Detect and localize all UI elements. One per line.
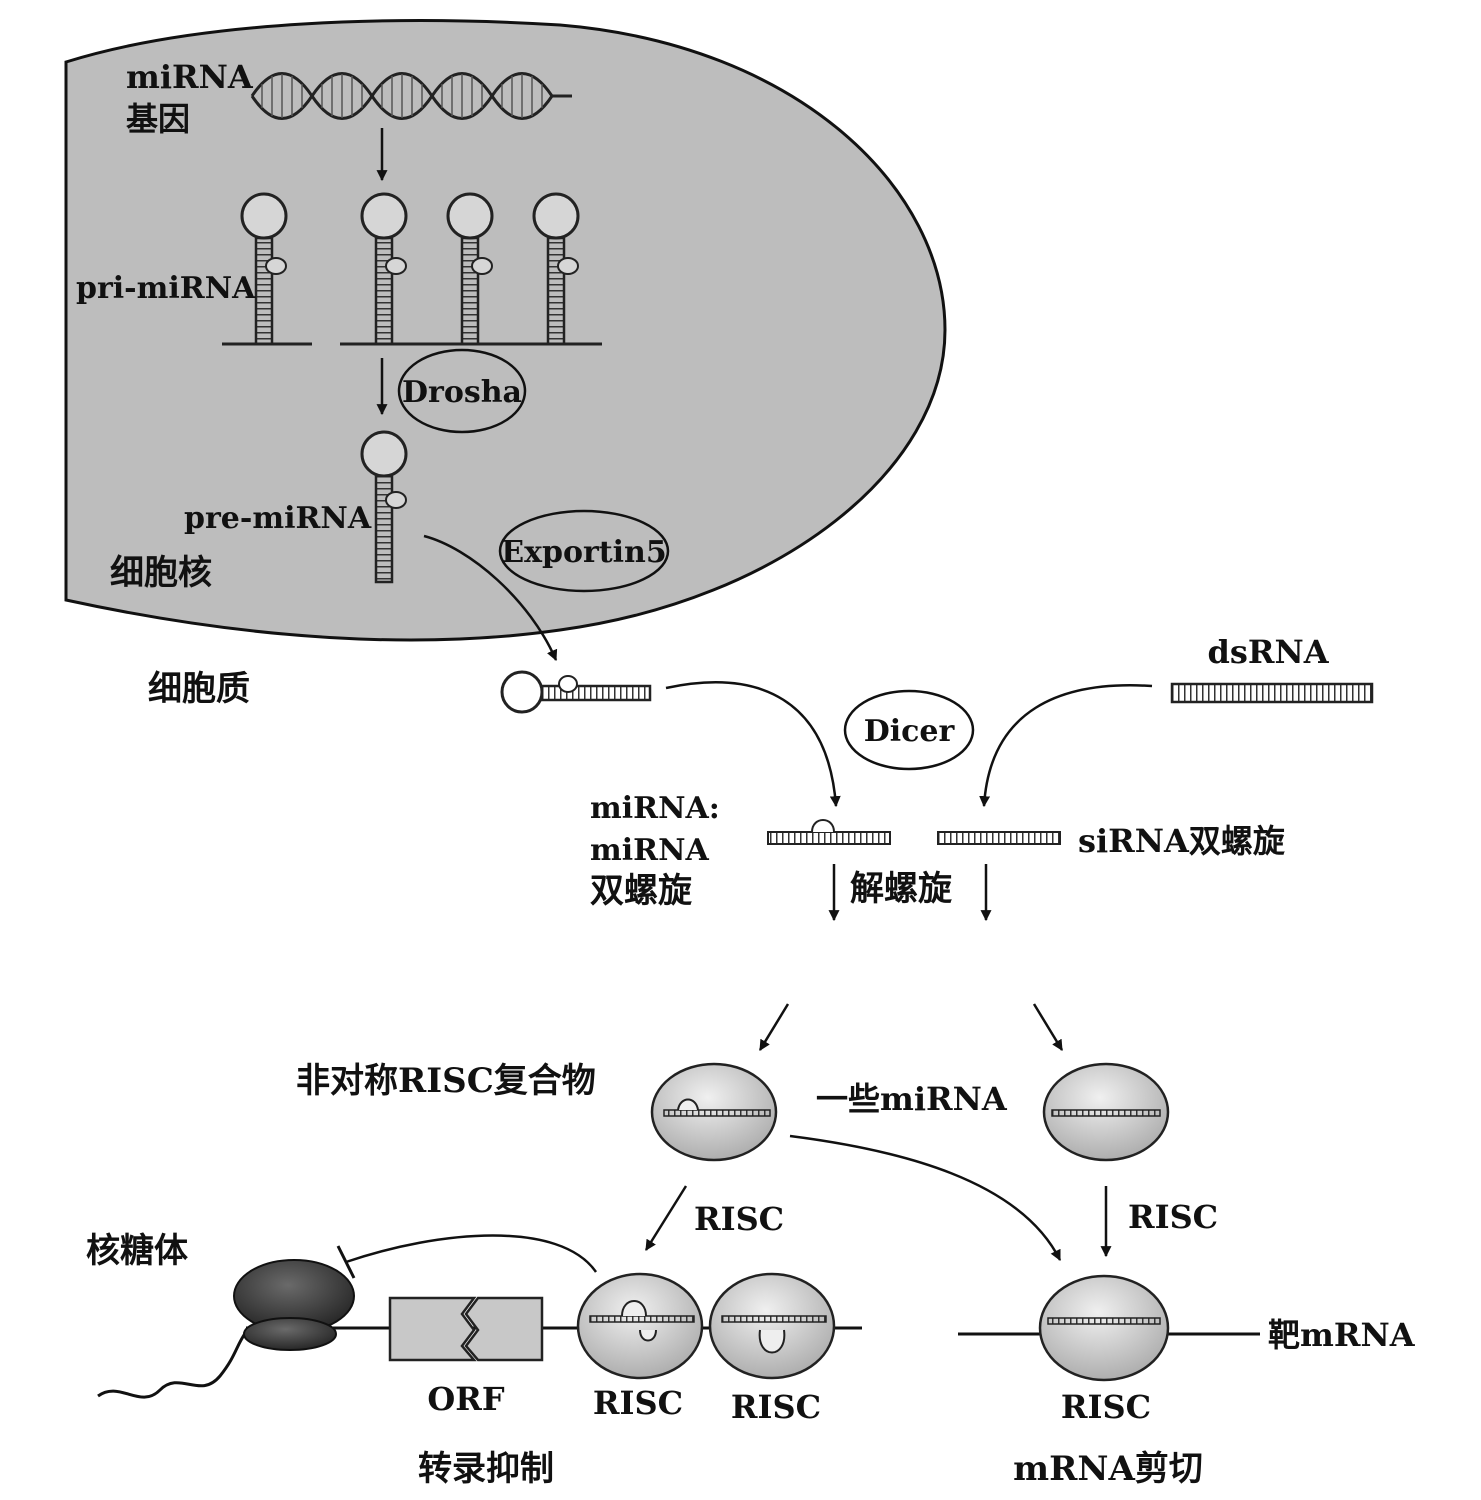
pri-mirna-hairpin-icon <box>532 192 580 346</box>
pri-mirna-hairpin-icon <box>446 192 494 346</box>
translation-repression-label: 转录抑制 <box>418 1449 554 1489</box>
asymmetric-risc-label: 非对称RISC复合物 <box>296 1061 596 1101</box>
arrow-dsrna-to-sirna <box>979 684 1153 808</box>
risc-bottom-label-2: RISC <box>731 1388 821 1426</box>
inhibition-line <box>345 1234 598 1273</box>
arrow-risc-to-cleavage <box>789 1134 1062 1261</box>
cytoplasm-label: 细胞质 <box>148 669 250 709</box>
risc-complex-icon <box>1038 1274 1170 1382</box>
risc-bottom-label-1: RISC <box>593 1384 683 1422</box>
mirna-gene-label-1: miRNA <box>126 58 254 96</box>
unwinding-label: 解螺旋 <box>850 869 952 909</box>
risc-complex-icon <box>650 1062 778 1162</box>
some-mirna-label: 一些miRNA <box>816 1080 1008 1118</box>
mirna-gene-label-2: 基因 <box>126 100 190 138</box>
mirna-duplex-icon <box>767 819 891 845</box>
risc-label-right: RISC <box>1128 1198 1218 1236</box>
mrna-cleavage-label: mRNA剪切 <box>1013 1449 1203 1489</box>
exportin5-label: Exportin5 <box>501 535 666 570</box>
risc-complex-icon <box>576 1272 704 1380</box>
pri-mirna-hairpin-icon <box>360 192 408 346</box>
mirna-duplex-label-3: 双螺旋 <box>590 871 692 911</box>
exportin5-protein <box>498 509 670 593</box>
risc-complex-icon <box>1042 1062 1170 1162</box>
dsrna-label: dsRNA <box>1207 633 1329 671</box>
arrow-export <box>423 534 558 662</box>
mirna-duplex-label-1: miRNA: <box>590 791 720 826</box>
drosha-label: Drosha <box>402 375 522 410</box>
inhibition-bar <box>336 1245 356 1279</box>
mrna-tail <box>97 1331 248 1399</box>
sirna-duplex-label: siRNA双螺旋 <box>1078 822 1285 860</box>
ribosome-icon <box>233 1259 355 1351</box>
drosha-enzyme <box>397 348 527 434</box>
target-mrna-label: 靶mRNA <box>1268 1316 1416 1354</box>
orf-label: ORF <box>427 1380 504 1418</box>
pri-mirna-hairpin-icon <box>240 192 288 346</box>
orf-block-icon <box>388 1296 544 1362</box>
arrow-risc-to-repression <box>644 1185 688 1251</box>
arrow-pre-to-duplex <box>665 681 841 808</box>
dicer-label: Dicer <box>864 714 956 749</box>
pre-mirna-label: pre-miRNA <box>184 501 372 536</box>
dna-helix-icon <box>250 72 572 120</box>
risc-label-left: RISC <box>694 1200 784 1238</box>
dicer-enzyme <box>843 689 975 771</box>
pre-mirna-hairpin-icon <box>360 430 408 584</box>
pri-mirna-label: pri-miRNA <box>76 271 256 306</box>
risc-complex-icon <box>708 1272 836 1380</box>
arrow-to-asymmetric-risc <box>758 1003 790 1051</box>
cytoplasm-pre-mirna-icon <box>500 670 652 714</box>
arrow-to-sirna-risc <box>1032 1003 1064 1051</box>
nucleus-shape <box>64 19 947 642</box>
nucleus-label: 细胞核 <box>110 553 212 593</box>
mirna-duplex-label-2: miRNA <box>590 833 709 868</box>
dsrna-icon <box>1170 682 1374 704</box>
risc-bottom-label-3: RISC <box>1061 1388 1151 1426</box>
ribosome-label: 核糖体 <box>86 1231 188 1271</box>
sirna-duplex-icon <box>937 831 1061 845</box>
